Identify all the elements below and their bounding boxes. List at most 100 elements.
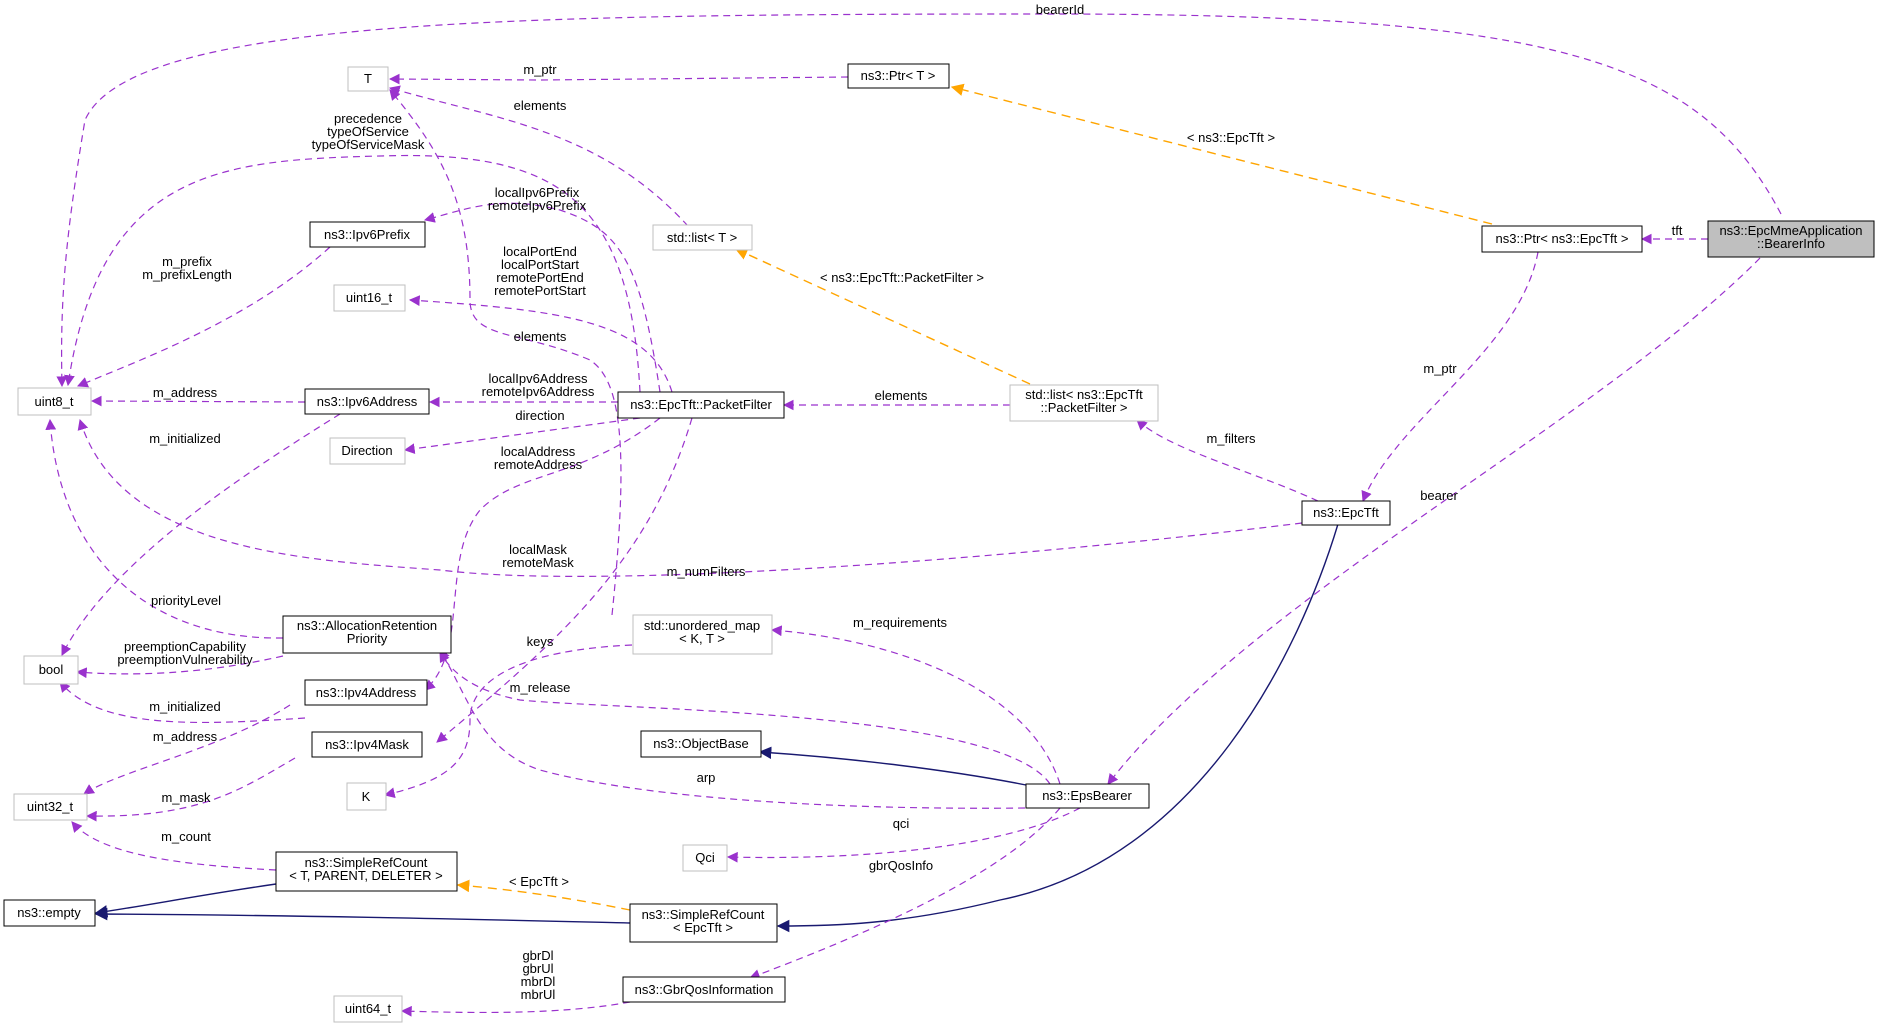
label-m-initialized-v4: m_initialized	[149, 699, 221, 714]
edge-refcount-template	[456, 879, 631, 911]
edge-m-requirements	[770, 625, 1061, 785]
label-m-requirements: m_requirements	[853, 615, 947, 630]
svg-text:T: T	[364, 71, 372, 86]
edge-gbrqosinfo	[748, 807, 1061, 980]
node-epsbearer[interactable]: ns3::EpsBearer	[1025, 783, 1150, 809]
node-bool[interactable]: bool	[23, 655, 79, 685]
edge-m-initialized-v6	[61, 413, 341, 656]
label-keys: keys	[527, 634, 554, 649]
label-refcount-template: < EpcTft >	[509, 874, 569, 889]
edge-m-mask	[85, 757, 296, 822]
svg-text:ns3::Ipv6Address: ns3::Ipv6Address	[317, 394, 418, 409]
edge-direction	[403, 417, 641, 455]
node-qci[interactable]: Qci	[682, 844, 728, 872]
label-m-release: m_release	[510, 680, 571, 695]
node-t[interactable]: T	[347, 66, 389, 92]
node-unordered-map[interactable]: std::unordered_map< K, T >	[632, 614, 773, 655]
label-m-initialized-v6: m_initialized	[149, 431, 221, 446]
edge-m-address-v6	[90, 395, 306, 407]
node-epctft[interactable]: ns3::EpcTft	[1301, 500, 1391, 526]
node-empty[interactable]: ns3::empty	[3, 899, 96, 927]
svg-text:std::list< T >: std::list< T >	[667, 230, 737, 245]
node-list-pf[interactable]: std::list< ns3::EpcTft::PacketFilter >	[1009, 384, 1159, 422]
label-qci: qci	[893, 816, 910, 831]
label-m-count: m_count	[161, 829, 211, 844]
edge-m-release	[439, 651, 1051, 785]
node-direction[interactable]: Direction	[329, 437, 406, 465]
edge-ptr-template	[950, 83, 1493, 225]
label-m-ptr-t: m_ptr	[523, 62, 557, 77]
edge-m-prefix	[77, 246, 331, 388]
svg-text:ns3::EpsBearer: ns3::EpsBearer	[1042, 788, 1132, 803]
node-uint32[interactable]: uint32_t	[13, 793, 88, 821]
label-ptr-template: < ns3::EpcTft >	[1187, 130, 1275, 145]
svg-text:ns3::Ptr< ns3::EpcTft >: ns3::Ptr< ns3::EpcTft >	[1496, 231, 1629, 246]
svg-text:ns3::Ipv6Prefix: ns3::Ipv6Prefix	[324, 227, 410, 242]
edge-bearer	[1107, 257, 1761, 785]
edge-inherit-empty-1	[94, 883, 277, 918]
edge-elements-list-t	[388, 85, 689, 227]
svg-text:bool: bool	[39, 662, 64, 677]
edge-gbr-fields	[400, 1001, 631, 1017]
label-m-numfilters: m_numFilters	[667, 564, 746, 579]
edge-precedence	[64, 154, 641, 393]
edge-m-address-v4	[83, 704, 291, 795]
edge-list-pf-template	[734, 248, 1031, 385]
label-elements-map: elements	[514, 329, 567, 344]
label-arp: arp	[697, 770, 716, 785]
edge-bearerid	[56, 13, 1782, 388]
edge-inherit-epctft	[776, 523, 1339, 933]
svg-text:ns3::SimpleRefCount< EpcTft >: ns3::SimpleRefCount< EpcTft >	[642, 907, 765, 935]
svg-text:K: K	[362, 789, 371, 804]
edge-prioritylevel	[45, 418, 284, 639]
label-prioritylevel: priorityLevel	[151, 593, 221, 608]
svg-text:ns3::EpcTft: ns3::EpcTft	[1313, 505, 1379, 520]
svg-text:ns3::SimpleRefCount< T, PARENT: ns3::SimpleRefCount< T, PARENT, DELETER …	[289, 855, 442, 883]
label-direction: direction	[515, 408, 564, 423]
node-ipv6address[interactable]: ns3::Ipv6Address	[304, 388, 430, 415]
node-simplerefcount-t[interactable]: ns3::SimpleRefCount< T, PARENT, DELETER …	[275, 851, 458, 892]
svg-text:std::list< ns3::EpcTft::Packet: std::list< ns3::EpcTft::PacketFilter >	[1025, 387, 1143, 415]
node-uint64[interactable]: uint64_t	[333, 995, 403, 1023]
node-simplerefcount-epctft[interactable]: ns3::SimpleRefCount< EpcTft >	[629, 903, 778, 943]
edge-m-ptr-t	[388, 73, 849, 85]
edge-ports	[408, 295, 673, 393]
edge-ipv6prefix	[423, 202, 661, 393]
svg-text:Direction: Direction	[341, 443, 392, 458]
node-ipv4address[interactable]: ns3::Ipv4Address	[304, 679, 428, 706]
label-m-filters: m_filters	[1206, 431, 1256, 446]
node-list-t[interactable]: std::list< T >	[652, 224, 753, 251]
node-bearer-info[interactable]: ns3::EpcMmeApplication::BearerInfo	[1707, 220, 1875, 258]
label-list-pf-template: < ns3::EpcTft::PacketFilter >	[820, 270, 984, 285]
node-uint16[interactable]: uint16_t	[333, 284, 406, 312]
node-packet-filter[interactable]: ns3::EpcTft::PacketFilter	[617, 391, 785, 419]
edge-m-filters	[1136, 419, 1319, 502]
label-m-address-v4: m_address	[153, 729, 218, 744]
edge-preemption	[75, 655, 284, 679]
node-ptr-t[interactable]: ns3::Ptr< T >	[847, 63, 950, 89]
node-ipv6prefix[interactable]: ns3::Ipv6Prefix	[309, 221, 426, 248]
label-tft: tft	[1672, 223, 1683, 238]
edge-inherit-empty-2	[94, 907, 631, 924]
svg-text:std::unordered_map< K, T >: std::unordered_map< K, T >	[644, 618, 760, 646]
edge-m-ptr-epctft	[1361, 251, 1539, 503]
edge-m-count	[71, 821, 277, 871]
node-ptr-epctft[interactable]: ns3::Ptr< ns3::EpcTft >	[1481, 225, 1643, 253]
node-uint8[interactable]: uint8_t	[17, 387, 92, 416]
node-k[interactable]: K	[346, 782, 387, 811]
edge-arp	[439, 649, 1026, 809]
svg-text:ns3::Ipv4Mask: ns3::Ipv4Mask	[325, 737, 409, 752]
edge-m-initialized-v4	[59, 681, 306, 724]
node-gbrqos[interactable]: ns3::GbrQosInformation	[622, 976, 786, 1003]
node-objectbase[interactable]: ns3::ObjectBase	[640, 730, 762, 758]
svg-text:ns3::GbrQosInformation: ns3::GbrQosInformation	[635, 982, 774, 997]
svg-text:ns3::EpcMmeApplication::Bearer: ns3::EpcMmeApplication::BearerInfo	[1719, 223, 1862, 251]
node-ipv4mask[interactable]: ns3::Ipv4Mask	[311, 731, 423, 758]
